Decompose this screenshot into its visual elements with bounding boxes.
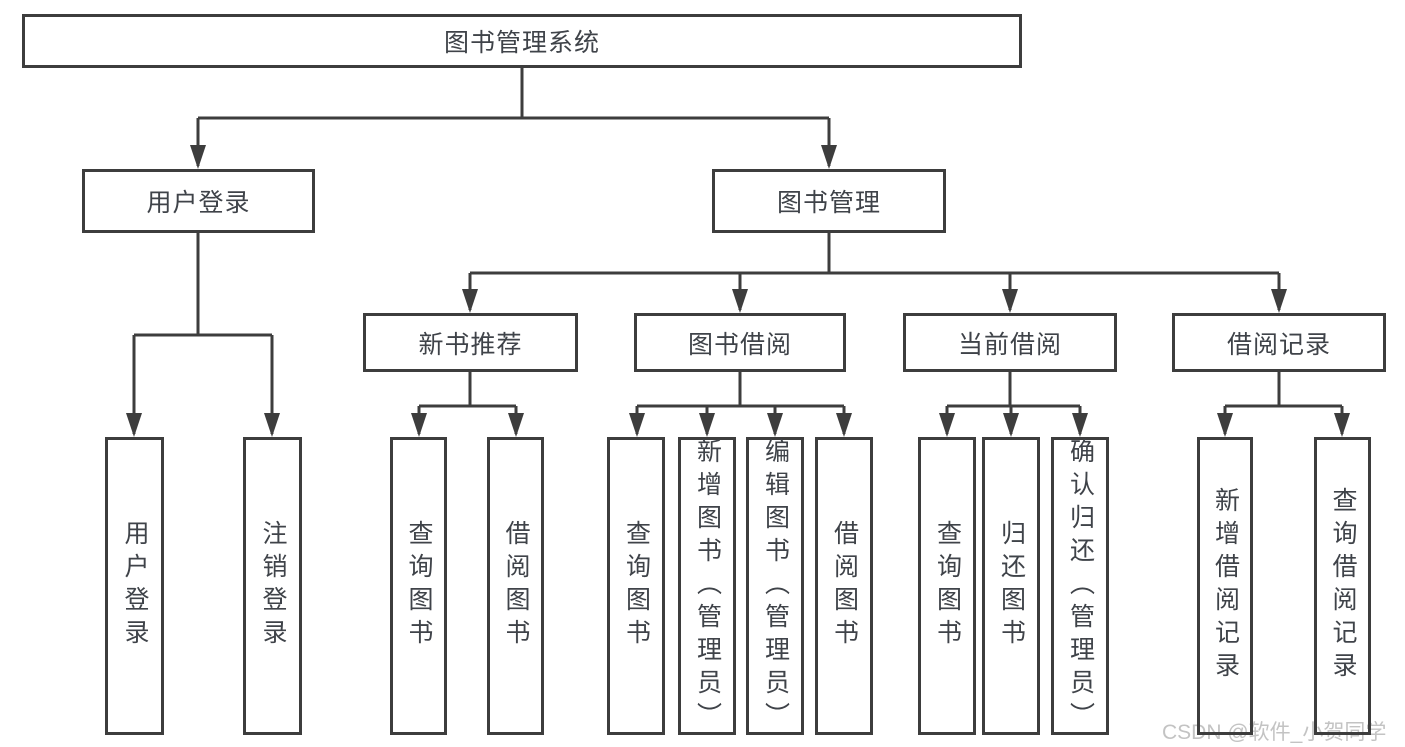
leaf-borrow-books-borrow: 借阅图书 bbox=[815, 437, 873, 735]
leaf-borrow-books-recommend-label: 借阅图书 bbox=[502, 520, 530, 652]
leaf-logout-label: 注销登录 bbox=[259, 520, 287, 652]
leaf-query-borrow-record: 查询借阅记录 bbox=[1314, 437, 1371, 735]
node-borrow-records-label: 借阅记录 bbox=[1226, 330, 1331, 359]
node-book-borrow-label: 图书借阅 bbox=[687, 330, 792, 359]
leaf-add-books-admin: 新增图书（管理员） bbox=[678, 437, 736, 735]
leaf-logout: 注销登录 bbox=[243, 437, 302, 735]
node-new-book-recommend: 新书推荐 bbox=[363, 313, 578, 372]
leaf-user-login-label: 用户登录 bbox=[121, 520, 149, 652]
leaf-confirm-return-admin-label: 确认归还（管理员） bbox=[1066, 437, 1095, 735]
leaf-edit-books-admin-label: 编辑图书（管理员） bbox=[761, 437, 790, 735]
leaf-add-borrow-record-label: 新增借阅记录 bbox=[1211, 487, 1240, 685]
arrowheads bbox=[126, 145, 1350, 437]
leaf-query-books-borrow-label: 查询图书 bbox=[622, 520, 651, 652]
node-user-login-label: 用户登录 bbox=[146, 189, 251, 217]
leaf-borrow-books-recommend: 借阅图书 bbox=[487, 437, 544, 735]
leaf-query-books-current: 查询图书 bbox=[918, 437, 976, 735]
leaf-add-borrow-record: 新增借阅记录 bbox=[1197, 437, 1253, 735]
node-user-login: 用户登录 bbox=[82, 169, 315, 233]
leaf-return-books-label: 归还图书 bbox=[997, 520, 1026, 652]
leaf-query-books-recommend: 查询图书 bbox=[390, 437, 447, 735]
node-current-borrow-label: 当前借阅 bbox=[957, 330, 1062, 359]
node-book-management: 图书管理 bbox=[712, 169, 946, 233]
leaf-confirm-return-admin: 确认归还（管理员） bbox=[1051, 437, 1109, 735]
leaf-add-books-admin-label: 新增图书（管理员） bbox=[693, 437, 722, 735]
leaf-query-books-current-label: 查询图书 bbox=[933, 520, 962, 652]
leaf-query-books-recommend-label: 查询图书 bbox=[405, 520, 433, 652]
node-new-book-recommend-label: 新书推荐 bbox=[418, 330, 523, 359]
leaf-query-books-borrow: 查询图书 bbox=[607, 437, 665, 735]
node-current-borrow: 当前借阅 bbox=[903, 313, 1117, 372]
leaf-return-books: 归还图书 bbox=[982, 437, 1040, 735]
leaf-query-borrow-record-label: 查询借阅记录 bbox=[1329, 487, 1357, 685]
node-library-system: 图书管理系统 bbox=[22, 14, 1022, 68]
node-library-system-label: 图书管理系统 bbox=[443, 29, 600, 57]
node-book-management-label: 图书管理 bbox=[776, 189, 881, 217]
node-borrow-records: 借阅记录 bbox=[1172, 313, 1386, 372]
csdn-watermark: CSDN @软件_小贺同学 bbox=[1162, 721, 1387, 744]
leaf-edit-books-admin: 编辑图书（管理员） bbox=[746, 437, 804, 735]
leaf-borrow-books-borrow-label: 借阅图书 bbox=[830, 520, 859, 652]
leaf-user-login: 用户登录 bbox=[105, 437, 164, 735]
node-book-borrow: 图书借阅 bbox=[634, 313, 846, 372]
